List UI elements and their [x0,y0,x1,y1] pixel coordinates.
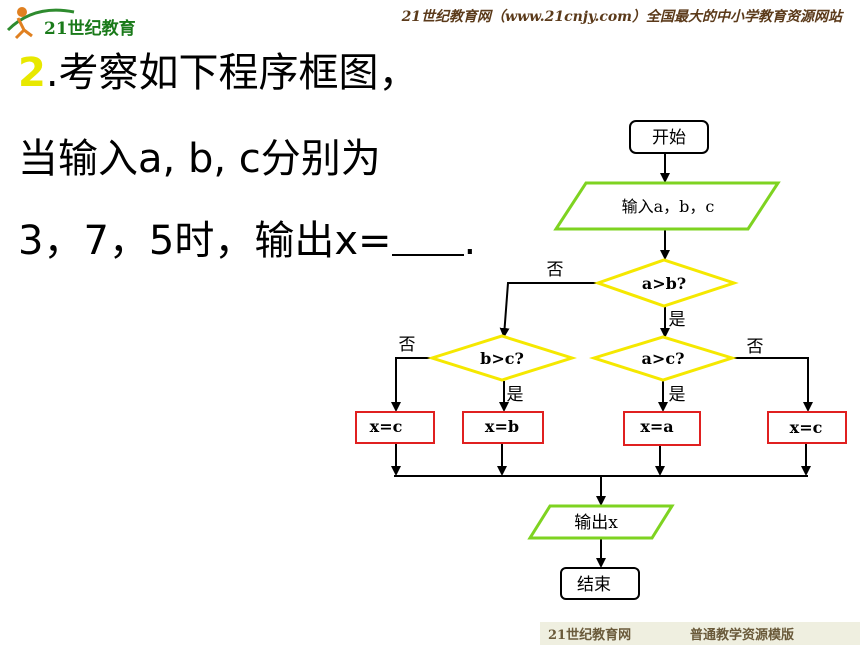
question-number: 2 [18,50,46,96]
decision-a-gt-c [588,335,738,382]
header-bar: 21世纪教育 21世纪教育网（www.21cnjy.com）全国最大的中小学教育… [0,0,860,42]
cond3-no-label: 否 [747,337,764,357]
input-parallelogram [553,181,781,231]
cond1-label: a>b? [642,274,686,293]
assign-label-4: x=c [790,418,823,437]
cond3-label: a>c? [642,349,685,368]
assign-box-4 [767,411,847,444]
question-text-3-end: . [463,218,477,264]
svg-text:21世纪教育: 21世纪教育 [44,18,136,39]
cond1-no-label: 否 [547,260,564,280]
decision-a-gt-b [593,258,739,308]
input-label: 输入a，b，c [622,197,715,216]
output-parallelogram [527,504,675,540]
assign-box-2 [462,411,544,444]
cond2-no-label: 否 [399,335,416,355]
end-label: 结束 [577,575,611,595]
question-line-1: 2.考察如下程序框图， [18,40,419,98]
start-terminal [629,120,709,154]
site-banner: 21世纪教育网（www.21cnjy.com）全国最大的中小学教育资源网站 [401,9,842,25]
question-text-3: 3，7，5时，输出x= [18,218,392,264]
assign-label-2: x=b [485,417,519,436]
cond2-label: b>c? [480,349,524,368]
question-text-1: .考察如下程序框图， [45,50,419,96]
question-line-3: 3，7，5时，输出x=. [18,208,476,266]
question-line-2: 当输入a, b, c分别为 [18,136,381,182]
answer-blank [391,220,464,256]
footer-bar: 21世纪教育网 普通教学资源模版 [540,622,860,645]
footer-right: 普通教学资源模版 [690,628,795,643]
output-label: 输出x [574,513,618,533]
cond3-yes-label: 是 [669,385,686,405]
decision-b-gt-c [426,334,578,382]
assign-label-3: x=a [640,417,673,436]
footer-left: 21世纪教育网 [548,628,632,643]
assign-box-3 [623,411,701,446]
assign-label-1: x=c [370,417,403,436]
cond1-yes-label: 是 [669,310,686,330]
assign-box-1 [355,411,435,444]
flow-connectors [391,153,813,568]
cond2-yes-label: 是 [507,385,524,405]
start-label: 开始 [652,128,686,148]
end-terminal [560,567,640,600]
site-logo: 21世纪教育 [6,7,136,40]
